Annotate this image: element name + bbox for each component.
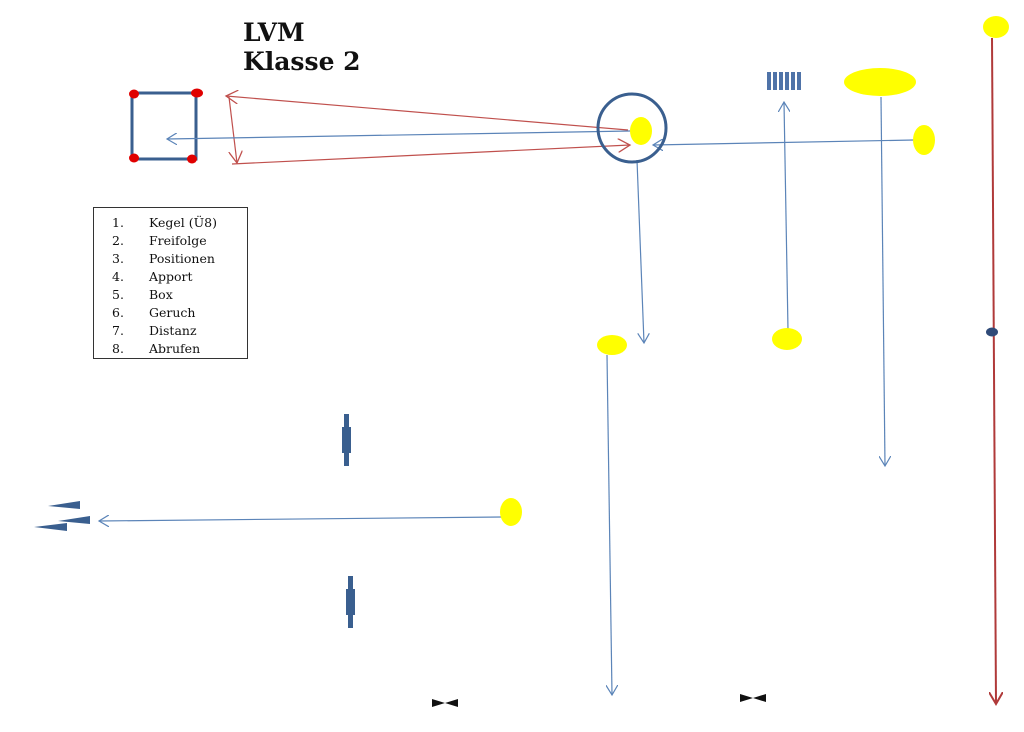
page-title: LVM Klasse 2 [243, 18, 361, 76]
legend-item: 2. Freifolge [112, 232, 247, 250]
legend-num: 7. [112, 323, 124, 338]
marker-dot [986, 327, 998, 337]
exercise-legend: 1. Kegel (Ü8) 2. Freifolge 3. Positionen 4.… [93, 207, 248, 359]
legend-label: Abrufen [149, 341, 201, 356]
red-arrow [231, 145, 630, 165]
legend-label: Box [149, 287, 173, 302]
gate-posts [342, 414, 355, 628]
legend-num: 1. [112, 215, 124, 230]
pylons [34, 501, 90, 531]
cones [500, 16, 1009, 526]
corner-marker [191, 88, 203, 98]
position-circle [596, 92, 668, 164]
legend-label: Kegel (Ü8) [149, 215, 218, 230]
cone-large [844, 68, 916, 96]
blue-arrow [636, 159, 644, 343]
legend-label: Geruch [149, 305, 196, 320]
legend-item: 4. Apport [112, 268, 247, 286]
corner-marker [129, 153, 139, 163]
scent-articles [767, 72, 801, 90]
legend-label: Freifolge [149, 233, 207, 248]
blue-arrow [784, 102, 788, 331]
legend-num: 3. [112, 251, 124, 266]
blue-arrow [881, 96, 885, 466]
cone [983, 16, 1009, 38]
cone [500, 498, 522, 526]
cone [913, 125, 935, 155]
red-distance-arrow [992, 37, 996, 704]
corner-marker [129, 89, 139, 99]
red-arrow [226, 96, 629, 131]
title-line-1: LVM [243, 18, 305, 47]
cone [597, 335, 627, 355]
blue-arrow [653, 140, 915, 145]
legend-num: 2. [112, 233, 124, 248]
legend-num: 5. [112, 287, 124, 302]
corner-marker [187, 154, 197, 164]
cone [630, 117, 652, 145]
legend-label: Apport [149, 269, 193, 284]
legend-label: Positionen [149, 251, 215, 266]
legend-item: 6. Geruch [112, 304, 247, 322]
title-line-2: Klasse 2 [243, 47, 361, 76]
legend-label: Distanz [149, 323, 197, 338]
legend-num: 4. [112, 269, 124, 284]
box-square [129, 88, 203, 164]
legend-item: 8. Abrufen [112, 340, 247, 358]
legend-item: 5. Box [112, 286, 247, 304]
cone [772, 328, 802, 350]
blue-arrow [607, 354, 612, 695]
legend-item: 1. Kegel (Ü8) [112, 214, 247, 232]
legend-num: 6. [112, 305, 124, 320]
blue-arrow [99, 517, 503, 521]
red-arrow [228, 96, 237, 163]
legend-num: 8. [112, 341, 124, 356]
legend-item: 3. Positionen [112, 250, 247, 268]
bowtie-markers [432, 694, 766, 707]
blue-arrow [167, 130, 631, 139]
legend-item: 7. Distanz [112, 322, 247, 340]
